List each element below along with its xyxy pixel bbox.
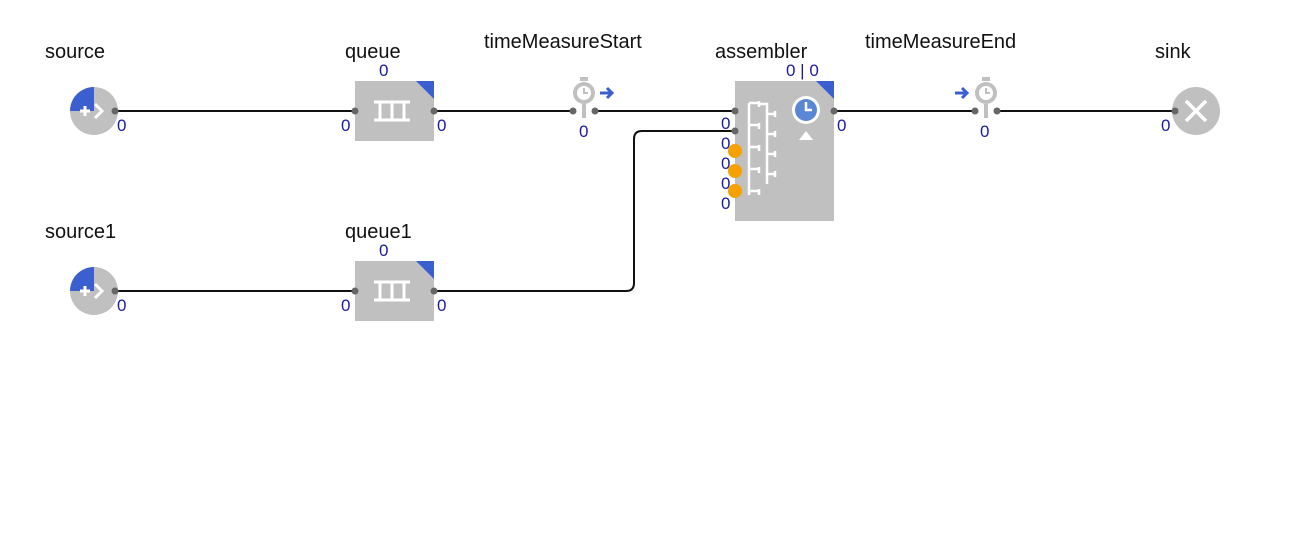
queue-block[interactable]: queue 0 0 0 <box>341 41 446 141</box>
source-label: source <box>45 41 105 63</box>
clock-icon <box>792 96 820 124</box>
timemeasureend-out-port[interactable] <box>993 107 1001 115</box>
source1-out-count: 0 <box>117 296 126 315</box>
stopwatch-start-icon <box>573 77 615 118</box>
assembler-in-port-2[interactable] <box>731 127 739 135</box>
timemeasureend-label: timeMeasureEnd <box>865 31 1016 53</box>
queue1-out-count: 0 <box>437 296 446 315</box>
queue1-block[interactable]: queue1 0 0 0 <box>341 221 446 321</box>
source-icon <box>70 267 118 315</box>
queue1-in-port[interactable] <box>351 287 359 295</box>
assembler-in-count-2: 0 <box>721 134 730 153</box>
queue-out-port[interactable] <box>430 107 438 115</box>
connectors <box>115 110 1175 292</box>
assembler-pending-dot-3 <box>728 184 742 198</box>
timemeasurestart-in-port[interactable] <box>569 107 577 115</box>
sink-block[interactable]: sink 0 <box>1155 41 1220 135</box>
source1-block[interactable]: source1 0 <box>45 221 126 315</box>
assembler-in-count-5: 0 <box>721 194 730 213</box>
queue-out-count: 0 <box>437 116 446 135</box>
assembler-pending-dot-1 <box>728 144 742 158</box>
timemeasureend-in-port[interactable] <box>971 107 979 115</box>
assembler-pending-dot-2 <box>728 164 742 178</box>
queue1-in-count: 0 <box>341 296 350 315</box>
queue1-size: 0 <box>379 241 388 260</box>
queue1-label: queue1 <box>345 221 412 243</box>
timemeasureend-block[interactable]: timeMeasureEnd 0 <box>865 31 1016 141</box>
assembler-in-port-1[interactable] <box>731 107 739 115</box>
source-block[interactable]: source 0 <box>45 41 126 135</box>
assembler-in-count-1: 0 <box>721 114 730 133</box>
queue-icon <box>374 100 410 122</box>
timemeasurestart-out-port[interactable] <box>591 107 599 115</box>
source1-out-port[interactable] <box>111 287 119 295</box>
source-out-port[interactable] <box>111 107 119 115</box>
timemeasurestart-count: 0 <box>579 122 588 141</box>
source-icon <box>70 87 118 135</box>
timemeasurestart-block[interactable]: timeMeasureStart 0 <box>484 31 642 141</box>
assembler-out-count: 0 <box>837 116 846 135</box>
timemeasureend-count: 0 <box>980 122 989 141</box>
queue-in-port[interactable] <box>351 107 359 115</box>
assembler-status: 0 | 0 <box>786 61 819 80</box>
source-out-count: 0 <box>117 116 126 135</box>
queue-in-count: 0 <box>341 116 350 135</box>
timemeasurestart-label: timeMeasureStart <box>484 31 642 53</box>
expand-arrow-icon[interactable] <box>799 131 813 140</box>
connector-queue1-assembler[interactable] <box>434 130 735 292</box>
assembler-icon <box>747 101 777 195</box>
assembler-block[interactable]: assembler 0 | 0 0 0 0 0 0 0 <box>715 41 846 221</box>
source1-label: source1 <box>45 221 116 243</box>
queue-size: 0 <box>379 61 388 80</box>
stopwatch-end-icon <box>955 77 997 118</box>
assembler-out-port[interactable] <box>830 107 838 115</box>
assembler-label: assembler <box>715 41 808 63</box>
queue-label: queue <box>345 41 401 63</box>
assembler-in-count-3: 0 <box>721 154 730 173</box>
assembler-in-count-4: 0 <box>721 174 730 193</box>
sink-icon <box>1172 87 1220 135</box>
queue-icon <box>374 280 410 302</box>
sink-label: sink <box>1155 41 1192 63</box>
queue1-out-port[interactable] <box>430 287 438 295</box>
sink-in-port[interactable] <box>1171 107 1179 115</box>
sink-in-count: 0 <box>1161 116 1170 135</box>
